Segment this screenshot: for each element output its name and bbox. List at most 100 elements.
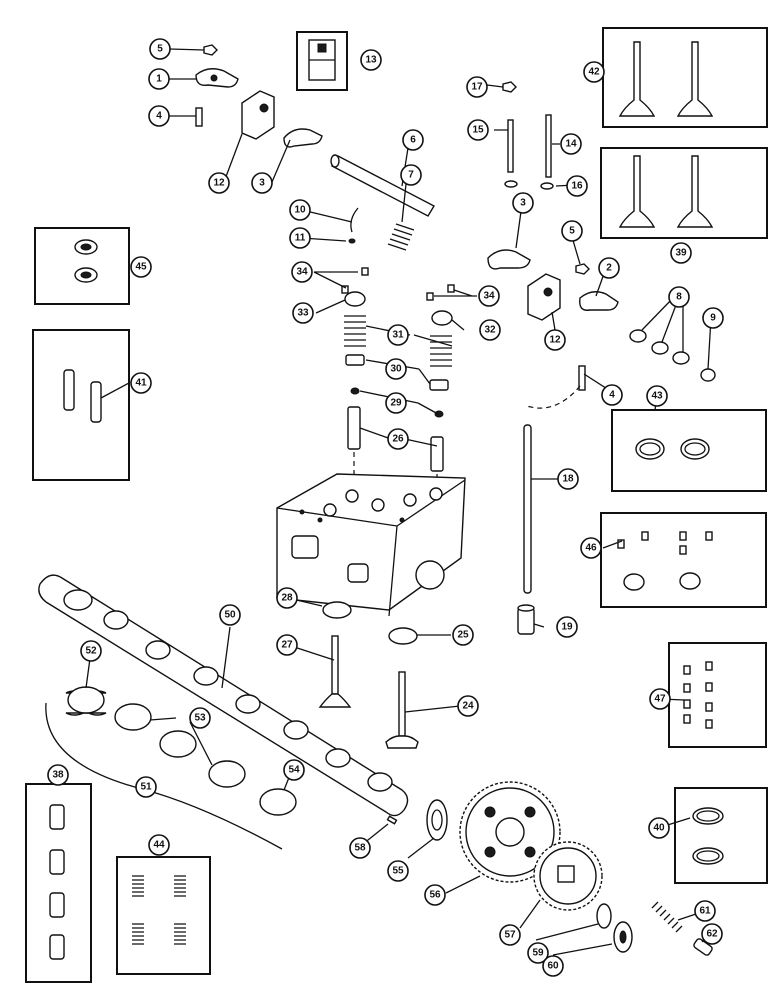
callout-55: 55 <box>387 860 409 882</box>
svg-text:51: 51 <box>140 782 152 793</box>
bearings-53 <box>114 703 246 788</box>
svg-text:45: 45 <box>135 262 147 273</box>
washer-59 <box>596 903 612 929</box>
callout-29: 29 <box>385 392 407 414</box>
svg-text:52: 52 <box>85 646 97 657</box>
valve-spring-31-left <box>344 315 366 347</box>
callout-3-lower: 3 <box>512 192 534 214</box>
svg-text:3: 3 <box>520 198 526 209</box>
callout-3-upper: 3 <box>251 172 273 194</box>
svg-text:25: 25 <box>457 630 469 641</box>
svg-text:32: 32 <box>484 325 496 336</box>
rocker-arm-3-lower <box>487 249 531 270</box>
cylinder-head <box>276 473 466 617</box>
svg-text:18: 18 <box>562 474 574 485</box>
svg-text:44: 44 <box>153 840 165 851</box>
kit-box-39-intake-valves <box>600 147 768 239</box>
idler-gear-57 <box>533 841 603 911</box>
callout-4-upper: 4 <box>148 105 170 127</box>
svg-text:26: 26 <box>392 434 404 445</box>
callout-40: 40 <box>648 817 670 839</box>
kit-box-42-exhaust-valves <box>602 27 768 128</box>
svg-text:43: 43 <box>651 391 663 402</box>
rocker-arm-1 <box>195 68 239 88</box>
callout-52: 52 <box>80 640 102 662</box>
kit-box-43-seat-inserts <box>611 409 767 492</box>
svg-text:5: 5 <box>569 226 575 237</box>
adjusting-screw-4-upper <box>195 107 203 127</box>
svg-text:31: 31 <box>392 330 404 341</box>
spring-61 <box>651 901 683 933</box>
callout-53: 53 <box>189 707 211 729</box>
callout-14: 14 <box>560 133 582 155</box>
callout-6: 6 <box>402 129 424 151</box>
svg-text:33: 33 <box>297 308 309 319</box>
plunger-62 <box>693 938 713 956</box>
valve-spring-31-right <box>430 335 452 367</box>
svg-text:54: 54 <box>288 765 300 776</box>
svg-text:39: 39 <box>675 248 687 259</box>
svg-text:50: 50 <box>224 610 236 621</box>
nut-17 <box>502 81 517 93</box>
callout-9: 9 <box>702 307 724 329</box>
callout-7: 7 <box>400 164 422 186</box>
callout-58: 58 <box>349 837 371 859</box>
callout-4-lower: 4 <box>601 384 623 406</box>
kit-box-45-retainers <box>34 227 130 305</box>
callout-17: 17 <box>466 76 488 98</box>
adjusting-screw-4-lower <box>578 365 586 391</box>
valve-locks-34 <box>341 267 455 301</box>
svg-text:29: 29 <box>390 398 402 409</box>
valve-24 <box>385 671 419 749</box>
svg-text:12: 12 <box>213 178 225 189</box>
callout-5-lower: 5 <box>561 220 583 242</box>
callout-57: 57 <box>499 924 521 946</box>
callout-10: 10 <box>289 199 311 221</box>
retainer-32 <box>431 310 453 326</box>
svg-text:16: 16 <box>571 181 583 192</box>
callout-50: 50 <box>219 604 241 626</box>
callout-15: 15 <box>467 119 489 141</box>
svg-text:56: 56 <box>429 890 441 901</box>
callout-28: 28 <box>276 587 298 609</box>
bushing-60 <box>613 921 633 953</box>
callout-61: 61 <box>694 900 716 922</box>
svg-text:1: 1 <box>156 74 162 85</box>
svg-text:11: 11 <box>295 233 306 244</box>
svg-text:14: 14 <box>565 139 577 150</box>
callout-8: 8 <box>668 286 690 308</box>
rocker-bracket-12-lower <box>527 273 561 321</box>
tappet-19 <box>517 604 535 635</box>
kit-box-40-seat-inserts <box>674 787 768 884</box>
svg-text:4: 4 <box>609 390 615 401</box>
svg-text:62: 62 <box>706 929 718 940</box>
spring-seat-30 <box>345 354 449 391</box>
svg-text:61: 61 <box>699 906 711 917</box>
svg-text:58: 58 <box>354 843 366 854</box>
svg-text:24: 24 <box>462 701 474 712</box>
svg-text:57: 57 <box>504 930 516 941</box>
ring-9 <box>700 368 716 382</box>
kit-box-46-locks-and-retainers <box>600 512 767 608</box>
seals-8 <box>629 329 690 365</box>
camshaft-50 <box>38 574 409 817</box>
callouts: 5 1 4 13 12 3 6 10 11 7 17 15 14 16 42 3… <box>47 38 724 977</box>
insert-28 <box>322 601 352 619</box>
callout-12-upper: 12 <box>208 172 230 194</box>
callout-51: 51 <box>135 776 157 798</box>
callout-59: 59 <box>527 942 549 964</box>
kit-box-47-valve-locks <box>668 642 767 748</box>
callout-46: 46 <box>580 537 602 559</box>
kit-box-38-tappets <box>25 783 92 983</box>
spring-7 <box>387 223 415 251</box>
callout-39: 39 <box>670 242 692 264</box>
callout-62: 62 <box>701 923 723 945</box>
push-rod-18 <box>523 424 532 594</box>
callout-26: 26 <box>387 428 409 450</box>
svg-text:10: 10 <box>294 205 306 216</box>
callout-54: 54 <box>283 759 305 781</box>
rocker-arm-3-upper <box>283 128 323 148</box>
callout-18: 18 <box>557 468 579 490</box>
callout-16: 16 <box>566 175 588 197</box>
